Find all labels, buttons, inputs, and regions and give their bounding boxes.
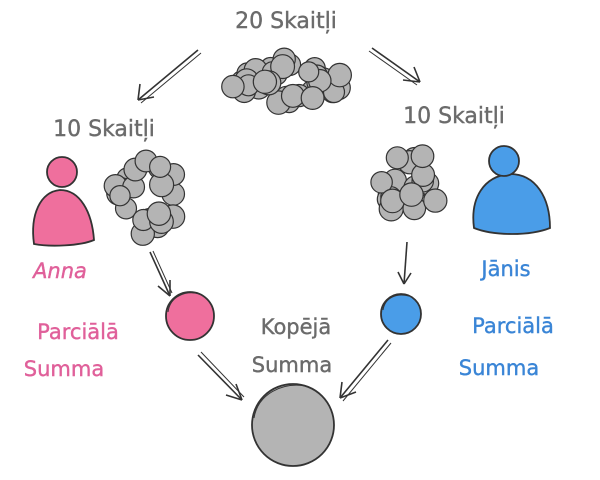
anna-partial-label-line1: Parciālā	[37, 320, 119, 344]
janis-name-label: Jānis	[479, 257, 530, 281]
number-ball	[221, 74, 245, 99]
total-sum-label-line1: Kopējā	[261, 315, 332, 339]
number-ball	[423, 188, 448, 213]
total-sum-icon	[251, 383, 335, 467]
left-count-label: 10 Skaitļi	[53, 117, 155, 142]
number-ball	[300, 85, 325, 110]
number-ball	[109, 184, 131, 207]
total-count-label: 20 Skaitļi	[235, 9, 337, 34]
number-ball	[270, 54, 296, 80]
arrow-right-cluster-to-partial-icon	[397, 241, 412, 285]
number-ball	[410, 144, 435, 169]
top-number-cluster-icon	[221, 47, 352, 115]
anna-name-label: Anna	[31, 259, 87, 283]
anna-partial-label-line2: Summa	[24, 357, 104, 381]
janis-partial-sum-icon	[380, 293, 422, 335]
number-ball	[399, 182, 424, 207]
arrow-top-to-right-icon	[368, 47, 421, 86]
number-ball	[252, 69, 278, 95]
janis-person-icon	[472, 145, 551, 235]
number-ball	[385, 146, 409, 170]
number-ball	[370, 171, 393, 194]
arrow-left-cluster-to-partial-icon	[149, 250, 173, 297]
right-number-cluster-icon	[370, 144, 448, 222]
arrow-top-to-left-icon	[137, 49, 202, 104]
arrow-right-partial-to-total-icon	[339, 339, 392, 402]
total-sum-label-line2: Summa	[252, 353, 332, 377]
janis-partial-label-line1: Parciālā	[472, 314, 554, 338]
number-ball	[327, 62, 352, 88]
number-ball	[298, 61, 320, 83]
right-count-label: 10 Skaitļi	[403, 104, 505, 129]
number-ball	[146, 201, 172, 226]
arrow-left-partial-to-total-icon	[197, 351, 245, 401]
number-ball	[149, 155, 172, 178]
left-number-cluster-icon	[103, 149, 186, 246]
anna-partial-sum-icon	[165, 291, 215, 341]
anna-person-icon	[32, 156, 95, 247]
janis-partial-label-line2: Summa	[459, 356, 539, 380]
